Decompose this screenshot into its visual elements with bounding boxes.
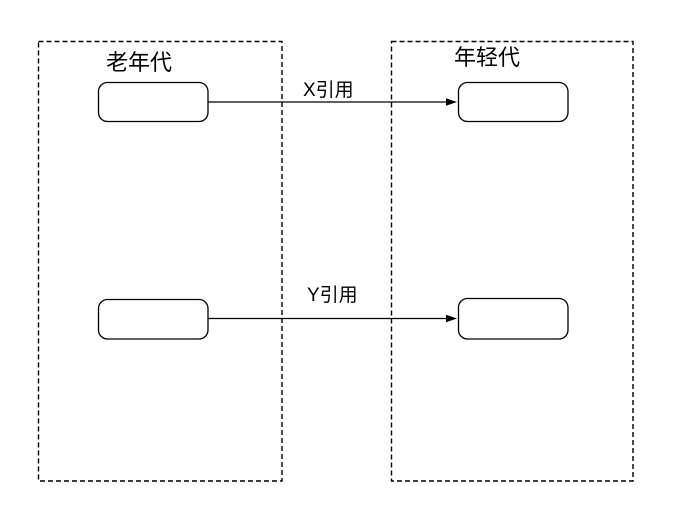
y-reference-arrowhead-icon bbox=[446, 314, 457, 323]
x-reference-arrow bbox=[208, 98, 457, 106]
young-gen-object-top bbox=[457, 81, 569, 123]
x-reference-arrowhead-icon bbox=[446, 98, 457, 106]
young-generation-region-border bbox=[390, 40, 634, 482]
young-generation-label: 年轻代 bbox=[454, 45, 521, 70]
old-gen-object-bottom bbox=[97, 298, 209, 340]
old-generation-label: 老年代 bbox=[106, 50, 173, 75]
young-gen-object-bottom bbox=[457, 297, 569, 340]
old-generation-region-border bbox=[37, 40, 283, 482]
y-reference-arrow bbox=[208, 314, 457, 323]
x-reference-label: X引用 bbox=[303, 80, 354, 101]
y-reference-label: Y引用 bbox=[307, 285, 358, 306]
old-gen-object-top bbox=[97, 81, 209, 123]
